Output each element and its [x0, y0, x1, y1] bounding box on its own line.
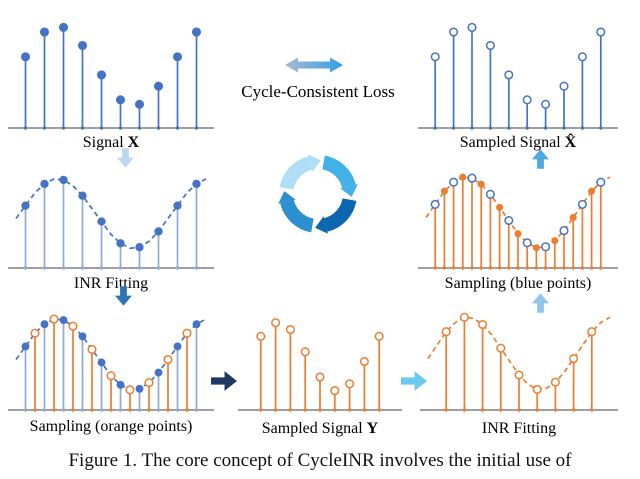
- sampled-signal-xhat-label: Sampled Signal X̂: [459, 134, 577, 151]
- cycle-consistent-loss-label: Cycle-Consistent Loss: [241, 82, 395, 101]
- signal-x-plot: [8, 22, 214, 130]
- inr-fitting-blue-plot: [8, 175, 214, 270]
- inr-fitting-orange-plot: [420, 312, 618, 412]
- cycle-consistent-loss-double-arrow-icon: [285, 57, 343, 73]
- cycle-arrows-icon: [278, 154, 358, 234]
- sampled-signal-y-label: Sampled Signal Y: [261, 420, 379, 437]
- inr-fitting-blue-label: INR Fitting: [73, 275, 149, 292]
- up-arrow-inr-to-sampling-icon: [532, 293, 549, 313]
- sampling-orange-points-label: Sampling (orange points): [29, 418, 193, 435]
- up-arrow-sampling-to-xhat-icon: [532, 149, 549, 169]
- sampled-signal-y-plot: [238, 318, 402, 412]
- right-arrow-y-to-inr-icon: [401, 371, 427, 391]
- down-arrow-inr-to-sampling-icon: [115, 286, 132, 306]
- sampling-blue-points-label: Sampling (blue points): [444, 275, 592, 292]
- sampling-orange-points-plot: [8, 314, 214, 412]
- inr-fitting-orange-label: INR Fitting: [481, 420, 557, 437]
- sampled-signal-xhat-plot: [418, 22, 618, 130]
- signal-x-label: Signal X: [82, 134, 140, 151]
- figure-caption: Figure 1. The core concept of CycleINR i…: [68, 450, 572, 471]
- sampling-blue-points-plot: [418, 173, 618, 270]
- right-arrow-sampling-to-y-icon: [211, 371, 237, 391]
- down-arrow-signalx-to-inr-icon: [117, 148, 134, 168]
